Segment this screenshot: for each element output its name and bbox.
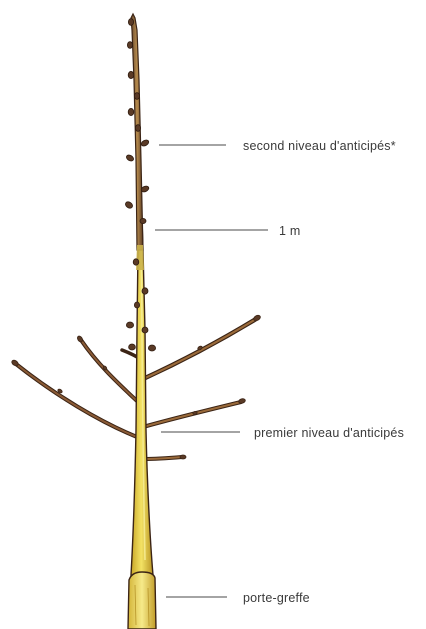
label-rootstock: porte-greffe — [243, 591, 310, 605]
label-first-level: premier niveau d'anticipés — [254, 426, 404, 440]
label-second-level: second niveau d'anticipés* — [243, 139, 396, 153]
leader-shoot — [131, 14, 143, 250]
labels: second niveau d'anticipés* 1 m premier n… — [243, 139, 404, 605]
label-height-marker: 1 m — [279, 224, 300, 238]
rootstock — [128, 572, 156, 629]
young-tree-illustration — [11, 14, 262, 629]
branch-left-lower — [16, 364, 137, 437]
leader-lines — [155, 145, 268, 597]
